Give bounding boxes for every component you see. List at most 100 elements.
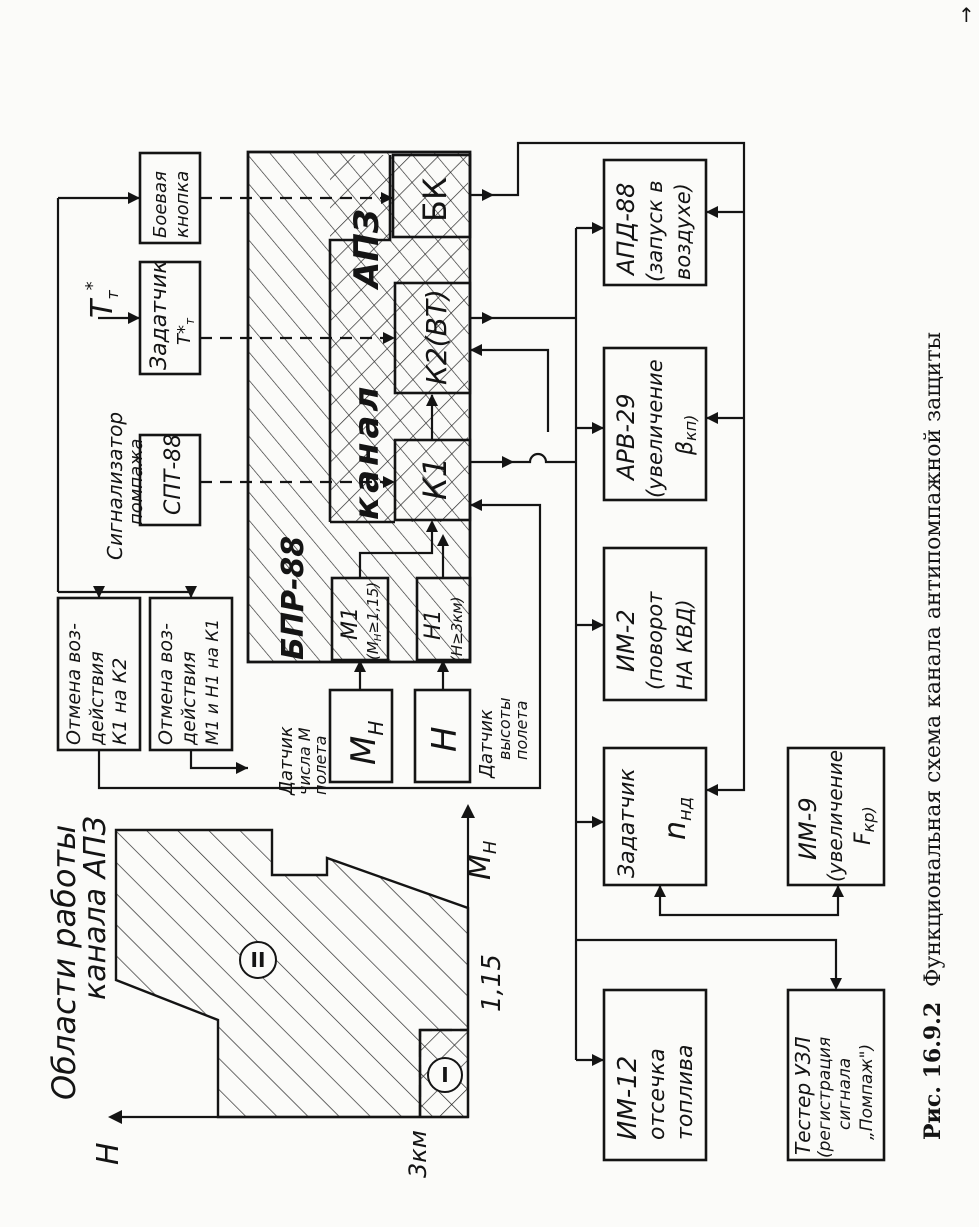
otmena-m1h1-line2: действия: [178, 651, 200, 746]
m1-label: М1: [338, 607, 363, 640]
svg-text:T*т: T*т: [174, 317, 197, 345]
arrow-k2-in: [426, 394, 438, 406]
im12-line2: отсечка: [645, 1048, 670, 1140]
zad-to-im9: [658, 885, 840, 917]
im12-line3: топлива: [673, 1045, 698, 1140]
arrow-im12-in: [592, 1054, 604, 1066]
arrow-zad-bottom: [654, 885, 666, 897]
tt-input-sup: *: [82, 281, 103, 290]
zadatchik-tt-sub: т: [183, 317, 197, 325]
arrow-tt-in: [128, 312, 140, 324]
im12-box: [602, 988, 708, 1162]
bk-out: [470, 141, 746, 750]
zadatchik-nnd-sub: нд: [675, 797, 696, 821]
svg-text:MH: MH: [463, 840, 501, 880]
im2-box: [602, 546, 708, 702]
m1-cond: (M: [364, 641, 382, 660]
otmena-k1-line3: К1 на К2: [109, 658, 131, 745]
tester-link: [576, 938, 838, 985]
tester-line1: Тестер УЗЛ: [791, 1036, 815, 1155]
h-sensor-label: H: [425, 726, 465, 752]
figure-caption: Рис. 16.9.2 Функциональная схема канала …: [920, 332, 946, 1140]
svg-text:nнд: nнд: [658, 797, 696, 840]
tick-x-label: 1,15: [477, 954, 507, 1012]
bpr88-block: БПР-88 канал АПЗ К1 К2(ВТ) БК М1 (MH≥1: [246, 150, 472, 664]
arrow-arv-bk: [706, 412, 718, 424]
arv29-line1: АРВ-29: [612, 393, 640, 482]
connectors-top: [56, 192, 550, 790]
signalizator-line1: Сигнализатор: [103, 412, 127, 560]
zadatchik-nnd-line1: Задатчик: [615, 768, 640, 878]
h1-label: Н1: [421, 609, 446, 640]
zadatchik-nnd-box: [602, 746, 708, 887]
arrow-k1-spt-in: [383, 476, 395, 488]
apd88-line2: (запуск в: [643, 180, 667, 282]
datchik-h-line3: полета: [512, 701, 531, 760]
arrow-h1-in: [437, 660, 449, 672]
m-axis-arrow: [461, 804, 475, 818]
zadatchik-tt-line2: T*: [174, 325, 195, 345]
arrow-zad-in: [592, 816, 604, 828]
arrow-boevaya-in: [128, 192, 140, 204]
arrow-arv-in: [592, 422, 604, 434]
tick-y-label: 3км: [404, 1130, 432, 1178]
arrow-zad-bk: [706, 784, 718, 796]
bpr88-label: БПР-88: [276, 536, 311, 660]
bk-to-zad: [706, 750, 746, 792]
otmena-k1-line2: действия: [86, 651, 108, 746]
input-boxes: Боевая кнопка Задатчик T*т СПТ-88 Отмена…: [56, 151, 531, 796]
svg-text:βкп): βкп): [673, 415, 700, 456]
arrow-im9-bottom: [832, 885, 844, 897]
y-axis-label: H: [91, 1142, 126, 1165]
datchik-h-line1: Датчик: [476, 709, 497, 779]
region-2-area: [114, 828, 470, 1119]
arrow-k2-right-in: [470, 344, 482, 356]
apd88-line3: воздухе): [671, 183, 695, 280]
arrow-h1-up: [437, 534, 449, 546]
otmena-k1-out: [97, 503, 542, 790]
otmena-k1-line1: Отмена воз-: [63, 623, 85, 745]
arrow-k1-right-in: [470, 499, 482, 511]
boevaya-line1: Боевая: [150, 171, 171, 238]
k2-label: К2(ВТ): [420, 289, 453, 385]
apd88-line1: АПД-88: [612, 183, 640, 277]
apz-label: АПЗ: [347, 209, 387, 291]
apd88-box: [602, 158, 708, 287]
arrow-otmena-m1h1-in: [185, 586, 197, 598]
svg-text:Tт*: Tт*: [82, 281, 122, 318]
x-axis-label: M: [463, 854, 498, 880]
connectors-bottom: [470, 141, 844, 1066]
spt88-box: [138, 433, 202, 527]
arrow-apd-bk: [706, 206, 718, 218]
im2-line2: (поворот: [643, 591, 667, 690]
page-corner-mark: ↑: [958, 3, 975, 27]
kanal-label: канал: [347, 383, 387, 520]
boevaya-line2: кнопка: [172, 171, 193, 238]
tester-line4: „Помпаж"): [857, 1044, 877, 1140]
signalizator-line2: помпажа: [126, 439, 147, 525]
kanal-area: [330, 155, 468, 522]
x-axis-label-sub: H: [480, 840, 501, 854]
otmena-m1h1-out: [189, 750, 248, 770]
region-2-circle: [239, 941, 277, 979]
arrow-tester-in: [830, 978, 842, 990]
tt-input-sub: т: [103, 290, 122, 300]
arrow-k2-tt-in: [383, 332, 395, 344]
arrow-bk-in: [381, 192, 393, 204]
tester-line2: (регистрация: [815, 1037, 835, 1158]
tester-line3: сигнала: [835, 1058, 855, 1130]
datchik-m-line3: полета: [311, 736, 330, 795]
caption-prefix: Рис. 16.9.2: [920, 1002, 946, 1140]
im2-line1: ИМ-2: [612, 609, 640, 672]
datchik-h-line2: высоты: [495, 697, 514, 760]
otmena-m1h1-line1: Отмена воз-: [155, 623, 177, 745]
arrow-bk-out: [482, 189, 494, 201]
arrow-bpr-in: [236, 762, 248, 774]
im9-line3: F: [851, 832, 876, 845]
k1-out: [470, 452, 576, 464]
im12-line1: ИМ-12: [613, 1056, 643, 1140]
svg-text:(MH≥1,15): (MH≥1,15): [364, 582, 384, 660]
im2-line3: НА КВД): [673, 599, 697, 690]
k1-label: К1: [416, 457, 454, 500]
tester-box: [786, 988, 886, 1162]
